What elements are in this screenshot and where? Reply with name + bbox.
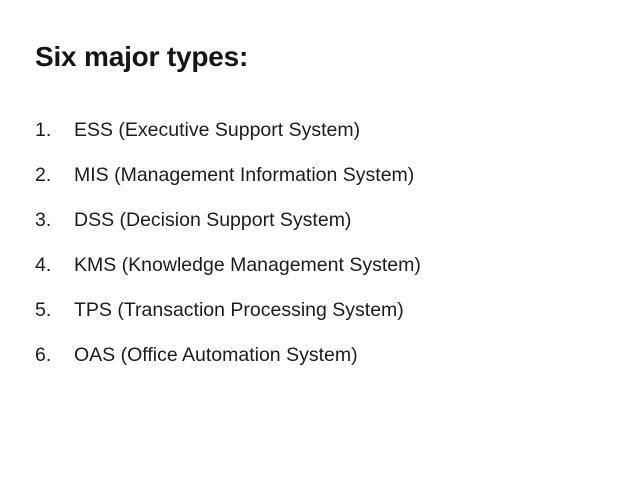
list-item: 3. DSS (Decision Support System) bbox=[35, 208, 605, 253]
list-item: 6. OAS (Office Automation System) bbox=[35, 343, 605, 388]
list-item-label: OAS (Office Automation System) bbox=[74, 344, 358, 366]
list-item-number: 4. bbox=[35, 254, 52, 276]
list-item-number: 3. bbox=[35, 209, 52, 231]
list-item-label: ESS (Executive Support System) bbox=[74, 119, 361, 141]
list-item-number: 2. bbox=[35, 164, 52, 186]
list-item: 4. KMS (Knowledge Management System) bbox=[35, 253, 605, 298]
list-item-label: DSS (Decision Support System) bbox=[74, 209, 352, 231]
list-item: 1. ESS (Executive Support System) bbox=[35, 118, 605, 163]
list-item-label: TPS (Transaction Processing System) bbox=[74, 299, 404, 321]
numbered-list: 1. ESS (Executive Support System) 2. MIS… bbox=[35, 118, 605, 388]
list-item: 5. TPS (Transaction Processing System) bbox=[35, 298, 605, 343]
list-item: 2. MIS (Management Information System) bbox=[35, 163, 605, 208]
list-item-number: 5. bbox=[35, 299, 52, 321]
list-item-number: 6. bbox=[35, 344, 52, 366]
list-item-number: 1. bbox=[35, 119, 52, 141]
list-item-label: MIS (Management Information System) bbox=[74, 164, 415, 186]
list-item-label: KMS (Knowledge Management System) bbox=[74, 254, 421, 276]
page-title: Six major types: bbox=[35, 41, 249, 72]
